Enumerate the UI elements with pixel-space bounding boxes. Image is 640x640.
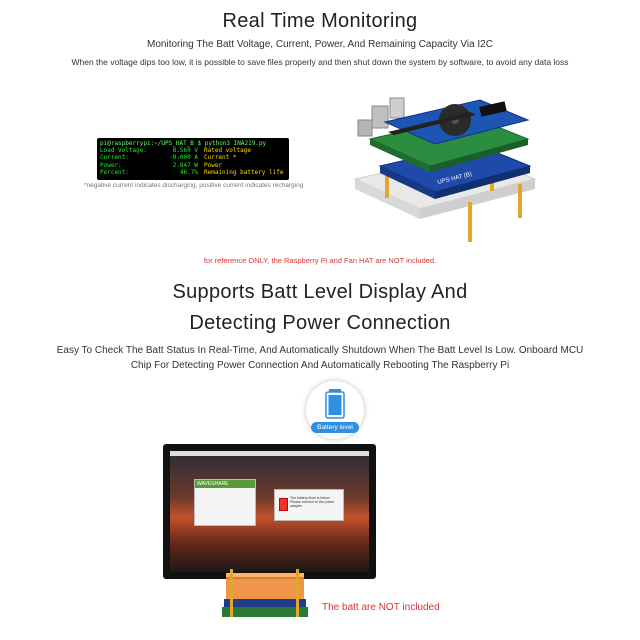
terminal-prompt: pi@raspberrypi:~/UPS_HAT_B $ python3 INA… (100, 140, 267, 147)
terminal-row: Percent: 46.7% Remaining battery life (100, 169, 286, 176)
terminal-output: pi@raspberrypi:~/UPS_HAT_B $ python3 INA… (97, 138, 289, 180)
desktop-screen: WAVESHARE The battery level is below Ple… (170, 451, 369, 572)
terminal-annotation: Rated voltage (204, 147, 251, 155)
terminal-row: Current: -0.000 A Current * (100, 154, 286, 161)
section2-description-line2: Chip For Detecting Power Connection And … (130, 360, 510, 371)
battery-level-label: Battery level (311, 422, 359, 433)
terminal-label: Current: (100, 154, 129, 162)
section2-title-line1: Supports Batt Level Display And (172, 281, 468, 303)
terminal-label: Power: (100, 161, 122, 169)
terminal-value: -0.000 A (169, 154, 198, 162)
battery-warning-dialog: The battery level is below Please connec… (274, 489, 344, 521)
ups-hat-stack-image: UPS HAT (B) (350, 84, 540, 254)
terminal-row: Power: 2.847 W Power (100, 162, 286, 169)
battery-warning-text: The battery level is below Please connec… (290, 496, 335, 508)
terminal-label: Percent: (100, 168, 129, 176)
terminal-value: 8.560 V (172, 147, 198, 155)
low-battery-icon (279, 498, 288, 511)
terminal-value: 2.847 W (172, 161, 198, 169)
negative-current-note: *negative current indicates discharging,… (84, 182, 304, 189)
section1-title: Real Time Monitoring (222, 10, 418, 32)
section1-description: When the voltage dips too low, it is pos… (71, 57, 569, 67)
section1-subtitle: Monitoring The Batt Voltage, Current, Po… (147, 39, 493, 50)
terminal-label: Load Voltage: (100, 147, 147, 155)
section2-title-line2: Detecting Power Connection (189, 312, 451, 334)
reference-note: for reference ONLY, the Raspberry Pi and… (203, 256, 437, 265)
batt-not-included-note: The batt are NOT included (322, 602, 440, 613)
brand-name: WAVESHARE (195, 480, 255, 488)
section2-description-line1: Easy To Check The Batt Status In Real-Ti… (56, 345, 584, 356)
terminal-value: 46.7% (179, 168, 198, 176)
terminal-annotation: Power (204, 161, 223, 169)
terminal-annotation: Current * (204, 154, 237, 162)
ups-hat-with-pi-image (220, 565, 310, 625)
terminal-annotation: Remaining battery life (204, 168, 284, 176)
battery-icon (325, 389, 345, 419)
terminal-row: Load Voltage: 8.560 V Rated voltage (100, 147, 286, 154)
waveshare-dialog: WAVESHARE (194, 479, 256, 526)
